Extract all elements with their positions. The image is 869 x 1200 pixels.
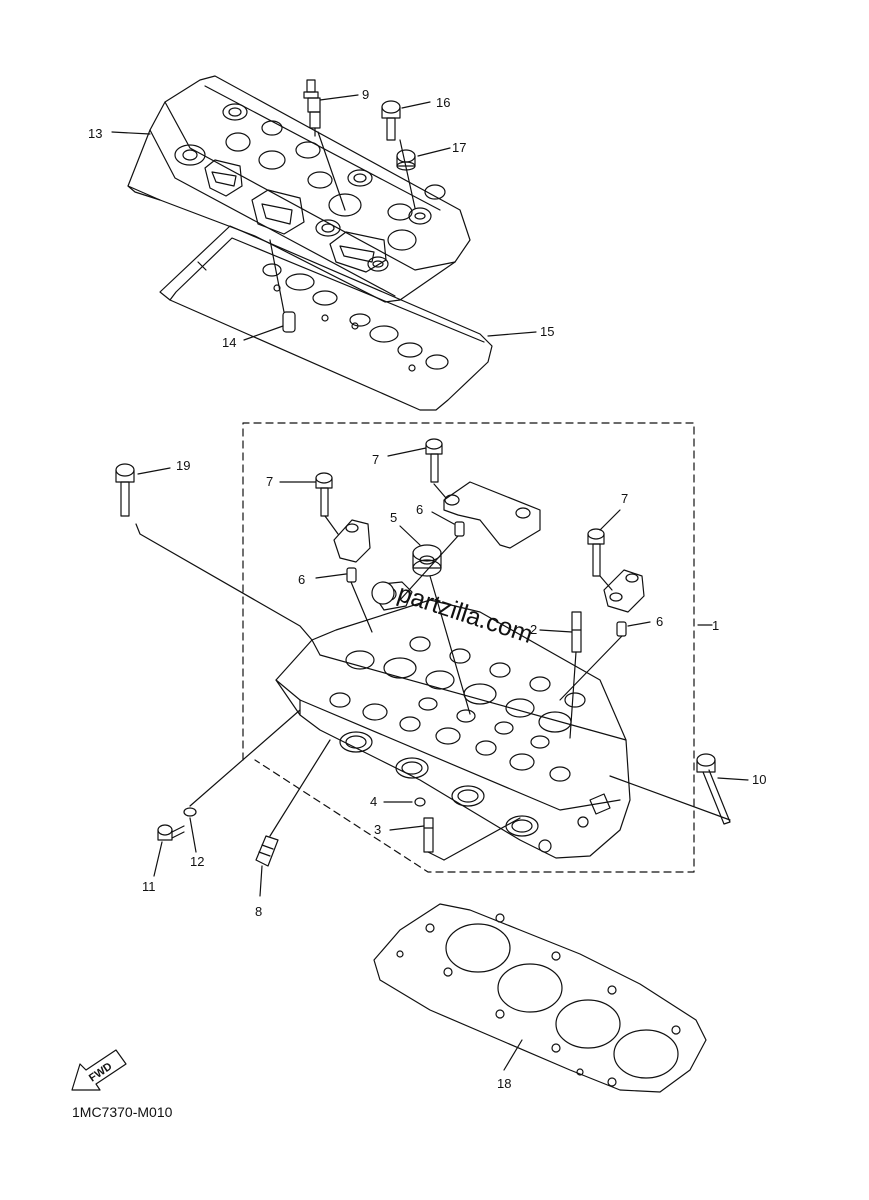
callout-19: 19 <box>176 458 190 473</box>
callout-6-c: 6 <box>656 614 663 629</box>
bolt-11[interactable] <box>157 824 185 841</box>
spark-plug[interactable] <box>303 79 321 137</box>
leader-lines <box>111 94 749 1071</box>
valve-guide-intake[interactable] <box>423 817 434 853</box>
callout-11: 11 <box>142 879 156 894</box>
callout-7-center: 7 <box>372 452 379 467</box>
callout-14: 14 <box>222 335 236 350</box>
callout-1: 1 <box>712 618 719 633</box>
head-bolt-10[interactable] <box>696 753 731 825</box>
callout-6-b: 6 <box>298 572 305 587</box>
cam-cap-bolt-left[interactable] <box>315 472 333 517</box>
callout-7-right: 7 <box>621 491 628 506</box>
callout-12: 12 <box>190 854 204 869</box>
valve-guide-exhaust[interactable] <box>571 611 582 653</box>
callout-16: 16 <box>436 95 450 110</box>
cylinder-head-gasket[interactable] <box>373 903 707 1093</box>
washer-12[interactable] <box>183 807 197 817</box>
callout-13: 13 <box>88 126 102 141</box>
cover-dowel-pin[interactable] <box>282 311 296 333</box>
callout-5: 5 <box>390 510 397 525</box>
dowel-pin-c[interactable] <box>616 621 627 637</box>
callout-15: 15 <box>540 324 554 339</box>
head-bolt-19[interactable] <box>115 463 135 517</box>
head-cover-gasket[interactable] <box>159 225 493 411</box>
callout-17: 17 <box>452 140 466 155</box>
callout-18: 18 <box>497 1076 511 1091</box>
cam-cap-bolt-center[interactable] <box>425 438 443 483</box>
callout-9: 9 <box>362 87 369 102</box>
dowel-pin-a[interactable] <box>454 521 465 537</box>
stud-bolt-8[interactable] <box>255 835 279 867</box>
watermark: partzilla.com <box>371 579 536 649</box>
callout-3: 3 <box>374 822 381 837</box>
camshaft-cap-center[interactable] <box>443 481 541 549</box>
callout-8: 8 <box>255 904 262 919</box>
cam-cap-bolt-right[interactable] <box>587 528 605 577</box>
cylinder-head-cover[interactable] <box>127 75 471 303</box>
camshaft-cap-left[interactable] <box>333 519 371 563</box>
callout-10: 10 <box>752 772 766 787</box>
callout-6-a: 6 <box>416 502 423 517</box>
callout-7-left: 7 <box>266 474 273 489</box>
watermark-text: partzilla.com <box>394 579 536 649</box>
callout-2: 2 <box>530 622 537 637</box>
fwd-arrow-icon: FWD <box>71 1049 127 1091</box>
diagram-code: 1MC7370-M010 <box>72 1104 173 1120</box>
oil-plug[interactable] <box>412 544 442 577</box>
camshaft-cap-right[interactable] <box>603 569 645 613</box>
callout-labels: 13 9 16 17 14 15 19 7 7 7 5 6 6 6 2 1 10… <box>88 87 766 1091</box>
cylinder-head-assembly-box <box>242 422 695 873</box>
cover-bolt[interactable] <box>381 100 401 141</box>
dowel-pin-b[interactable] <box>346 567 357 583</box>
callout-4: 4 <box>370 794 377 809</box>
circlip[interactable] <box>414 797 426 807</box>
